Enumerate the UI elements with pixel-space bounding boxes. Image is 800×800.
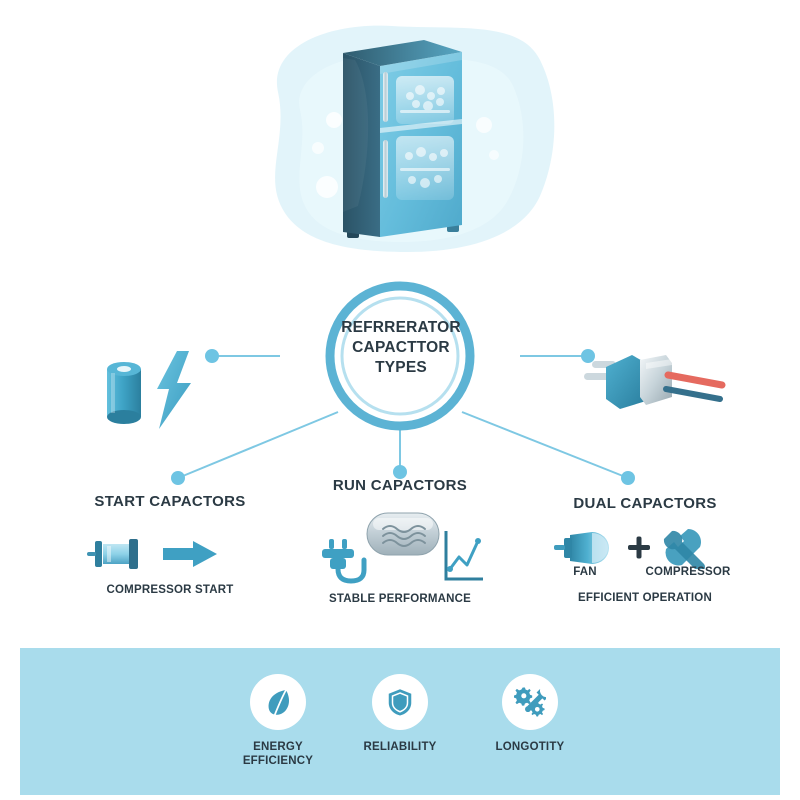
- branch-title-run[interactable]: RUN CAPACTORS: [332, 477, 468, 494]
- benefit-icon-circle: [502, 674, 558, 730]
- branch-subtitle-dual: EFFICIENT OPERATION: [578, 592, 712, 604]
- hub-ring-outer: [325, 281, 475, 431]
- capacitor-icon: [87, 539, 138, 569]
- node-start-top: [205, 349, 219, 363]
- plug-icon: [322, 539, 367, 584]
- benefit-icon-circle: [372, 674, 428, 730]
- run-capacitor-icon: [366, 512, 440, 556]
- tools-icon: [663, 529, 705, 569]
- line-chart-icon: [444, 531, 483, 581]
- benefit-label-energy: ENERGY EFFICIENCY: [218, 740, 338, 769]
- benefit-icon-circle: [250, 674, 306, 730]
- hub-diagram: [171, 281, 635, 485]
- branch-title-start[interactable]: START CAPACTORS: [94, 493, 246, 510]
- branch-subtitle-start: COMPRESSOR START: [106, 584, 234, 596]
- fridge-handle-bottom-icon: [383, 140, 388, 198]
- benefit-label-reliability: RELIABILITY: [340, 740, 460, 754]
- node-start: [171, 471, 185, 485]
- run-branch-icons: [322, 512, 483, 584]
- benefits-bar: ENERGY EFFICIENCY RELIABILITY: [20, 648, 780, 795]
- branch-subtitle-run: STABLE PERFORMANCE: [328, 593, 472, 605]
- fan-motor-icon: [554, 532, 609, 564]
- start-side-icons: [107, 351, 191, 429]
- node-dual: [621, 471, 635, 485]
- gear-wrench-icon: [514, 687, 546, 717]
- benefit-label-longevity: LONGOTITY: [470, 740, 590, 754]
- shield-icon: [388, 689, 412, 716]
- branch-title-dual[interactable]: DUAL CAPACTORS: [573, 495, 717, 512]
- leaf-icon: [268, 689, 290, 716]
- dual-mini-label-compressor: COMPRESSOR: [645, 566, 731, 578]
- hub-ring-inner: [340, 296, 460, 416]
- benefit-energy-efficiency[interactable]: ENERGY EFFICIENCY: [218, 674, 338, 769]
- benefit-label-line1: ENERGY: [253, 741, 303, 753]
- lightning-bolt-icon: [157, 351, 191, 429]
- benefit-label-line1: RELIABILITY: [363, 741, 437, 753]
- fridge-interior-glow: [396, 76, 454, 200]
- connector-nodes: [171, 349, 635, 485]
- benefit-longevity[interactable]: LONGOTITY: [470, 674, 590, 754]
- benefit-reliability[interactable]: RELIABILITY: [340, 674, 460, 754]
- start-branch-icons: [87, 539, 217, 569]
- node-dual-top: [581, 349, 595, 363]
- benefit-label-line1: LONGOTITY: [495, 741, 565, 753]
- cylinder-capacitor-icon: [107, 362, 141, 424]
- fridge-handle-top-icon: [383, 72, 388, 122]
- arrow-right-icon: [163, 541, 217, 567]
- plug-connector-icon: [584, 355, 726, 409]
- dual-branch-icons: [554, 529, 705, 569]
- plus-sign: [628, 536, 650, 559]
- refrigerator-hero: [275, 25, 555, 253]
- benefit-label-line2: EFFICIENCY: [242, 755, 314, 768]
- hub-fill: [326, 282, 474, 430]
- connector-lines: [177, 355, 629, 479]
- dual-mini-label-fan: FAN: [573, 566, 597, 578]
- node-run: [393, 465, 407, 479]
